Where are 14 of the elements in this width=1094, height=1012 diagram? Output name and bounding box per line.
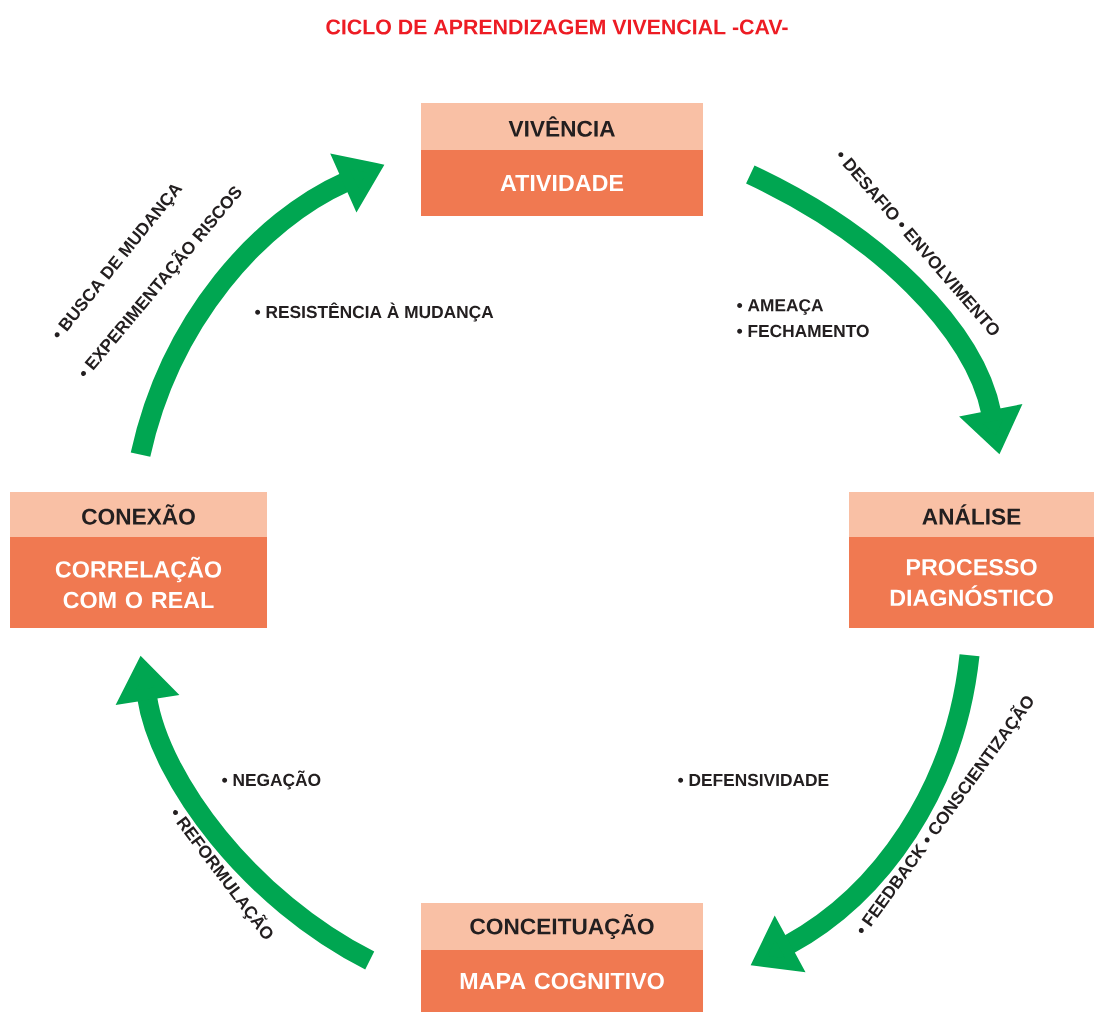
- text-label: • DEFENSIVIDADE: [678, 773, 829, 787]
- text-label: • AMEAÇA: [737, 299, 824, 315]
- stage-box: CONEXÃO CORRELAÇÃO COM O REAL: [10, 492, 267, 628]
- node-label: VIVÊNCIA: [508, 116, 615, 137]
- node-label: ANÁLISE: [922, 504, 1021, 525]
- text-label: • NEGAÇÃO: [222, 770, 321, 790]
- stage-box: ANÁLISE PROCESSO DIAGNÓSTICO: [849, 492, 1094, 628]
- node-label: CONEXÃO: [82, 504, 195, 525]
- stage-box: VIVÊNCIA ATIVIDADE: [421, 103, 703, 216]
- stage-box: CONCEITUAÇÃO MAPA COGNITIVO: [421, 903, 703, 1012]
- text-label: • FECHAMENTO: [737, 324, 869, 338]
- node-label: CONCEITUAÇÃO: [470, 914, 654, 939]
- title: CICLO DE APRENDIZAGEM VIVENCIAL -CAV-: [326, 19, 788, 35]
- text-label: • RESISTÊNCIA À MUDANÇA: [255, 302, 494, 322]
